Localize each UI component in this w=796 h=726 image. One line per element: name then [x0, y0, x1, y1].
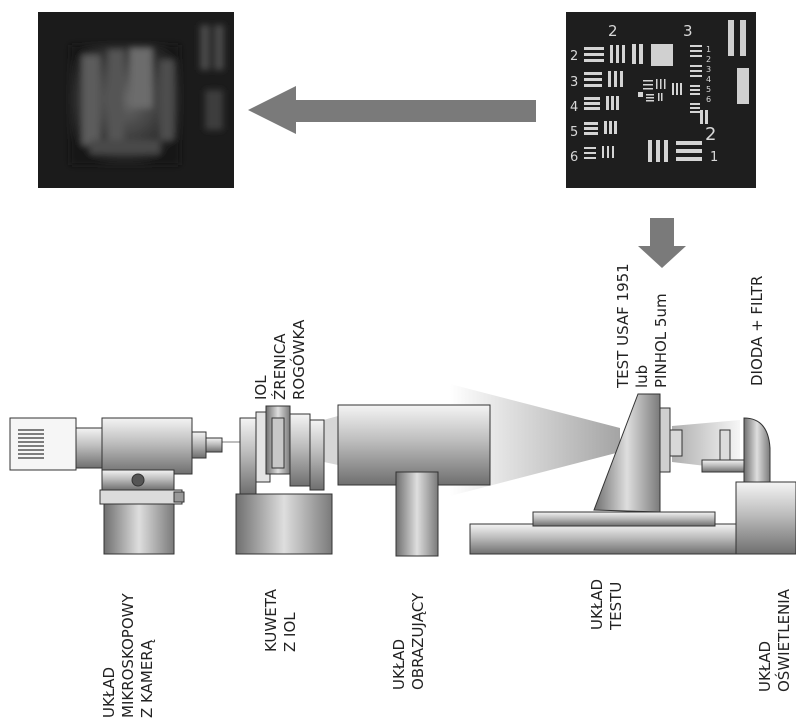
usaf-element-left: 4: [570, 100, 578, 115]
label-line: UKŁAD: [756, 589, 775, 692]
down-arrow: [638, 218, 686, 268]
usaf-element-left: 3: [570, 75, 578, 90]
usaf-element-right: 1: [706, 45, 711, 54]
usaf-element-bottom-right: 1: [710, 150, 718, 165]
label-line: MIKROSKOPOWY: [119, 593, 138, 718]
label-iol-pupil-cornea: IOL ŹRENICA ROGÓWKA: [252, 320, 309, 400]
cuvette-iol: [236, 406, 332, 554]
label-line: IOL: [252, 320, 271, 400]
label-line: UKŁAD: [390, 593, 409, 690]
blurred-image: [38, 12, 234, 188]
usaf-element-right: 5: [706, 85, 711, 94]
usaf-element-left: 6: [570, 150, 578, 165]
left-arrow: [248, 86, 536, 134]
usaf-target-image: 2 3 2 3 4 5 6 1 2 3 4 5 6 2 1: [566, 12, 756, 188]
usaf-element-right: 3: [706, 65, 711, 74]
label-line: ŹRENICA: [271, 320, 290, 400]
label-line: Z IOL: [281, 589, 300, 652]
label-imaging-system: UKŁAD OBRAZUJĄCY: [390, 593, 428, 690]
usaf-element-right: 2: [706, 55, 711, 64]
label-line: Z KAMERĄ: [138, 593, 157, 718]
label-line: DIODA + FILTR: [748, 276, 767, 386]
label-diode-filter: DIODA + FILTR: [748, 276, 767, 386]
usaf-group-top-right: 3: [683, 22, 693, 40]
microscope-camera: [10, 418, 222, 554]
label-line: PINHOL 5um: [652, 263, 671, 388]
label-illumination-system: UKŁAD OŚWIETLENIA: [756, 589, 794, 692]
label-line: TESTU: [607, 579, 626, 630]
label-test-usaf: TEST USAF 1951 lub PINHOL 5um: [614, 263, 671, 388]
usaf-element-right: 6: [706, 95, 711, 104]
label-line: lub: [633, 263, 652, 388]
imaging-system: [338, 405, 490, 556]
label-line: UKŁAD: [100, 593, 119, 718]
label-line: OBRAZUJĄCY: [409, 593, 428, 690]
usaf-element-right: 4: [706, 75, 711, 84]
label-line: TEST USAF 1951: [614, 263, 633, 388]
label-line: UKŁAD: [588, 579, 607, 630]
usaf-group-bottom-right: 2: [705, 124, 716, 145]
label-line: KUWETA: [262, 589, 281, 652]
usaf-element-left: 5: [570, 125, 578, 140]
usaf-group-top-left: 2: [608, 22, 618, 40]
label-line: OŚWIETLENIA: [775, 589, 794, 692]
label-microscope-system: UKŁAD MIKROSKOPOWY Z KAMERĄ: [100, 593, 157, 718]
label-cuvette: KUWETA Z IOL: [262, 589, 300, 652]
label-line: ROGÓWKA: [290, 320, 309, 400]
usaf-element-left: 2: [570, 49, 578, 64]
label-test-system: UKŁAD TESTU: [588, 579, 626, 630]
